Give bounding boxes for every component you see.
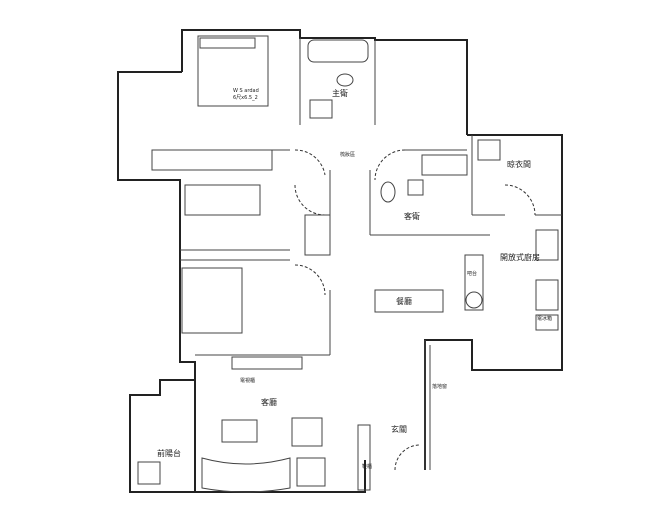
label-shoe-cabinet: 鞋櫃: [362, 463, 372, 470]
label-bar: 吧台: [467, 270, 477, 277]
label-guest-bath: 客衛: [404, 211, 420, 221]
toilet-icon: [380, 181, 396, 203]
interior-walls: [180, 38, 562, 470]
sofa: [201, 457, 291, 493]
shoe-cabinet: [357, 424, 371, 491]
bar-counter: [464, 254, 484, 311]
label-window: 落地窗: [432, 383, 447, 390]
label-kitchen: 開放式廚房: [500, 252, 540, 262]
stove-icon: [535, 229, 559, 261]
wardrobe: [304, 214, 331, 256]
dining-table: [374, 289, 444, 313]
kitchen-sink-icon: [535, 279, 559, 311]
label-dressing: 梳妝區: [340, 151, 355, 158]
wardrobe: [421, 154, 468, 176]
sink-icon: [407, 179, 424, 196]
furniture: [137, 35, 559, 493]
label-tv-cabinet: 電視櫃: [240, 377, 255, 384]
tv-cabinet: [231, 356, 303, 370]
label-master-bath: 主衛: [332, 88, 348, 98]
master-bed: [197, 35, 269, 107]
bathtub: [307, 39, 369, 63]
side-table: [296, 457, 326, 487]
desk: [184, 184, 261, 216]
bed-note-1: W S ardad: [233, 88, 259, 94]
label-living: 客廳: [261, 397, 277, 407]
label-front-balcony: 前陽台: [157, 448, 181, 458]
label-fridge: 電冰箱: [537, 315, 552, 322]
label-dining: 餐廳: [396, 296, 412, 306]
washer-icon: [477, 139, 501, 161]
wardrobe: [151, 149, 273, 171]
exterior-walls: [117, 29, 563, 493]
armchair: [291, 417, 323, 447]
sink-icon: [309, 99, 333, 119]
label-entrance: 玄關: [391, 424, 407, 434]
coffee-table: [221, 419, 258, 443]
label-laundry: 晾衣間: [507, 159, 531, 169]
fridge: [535, 314, 559, 331]
doors: [294, 149, 536, 471]
second-bed: [181, 267, 243, 334]
toilet-icon: [336, 73, 354, 87]
bed-note-2: 6尺x6.5_2: [233, 95, 258, 101]
drain-icon: [137, 461, 161, 485]
